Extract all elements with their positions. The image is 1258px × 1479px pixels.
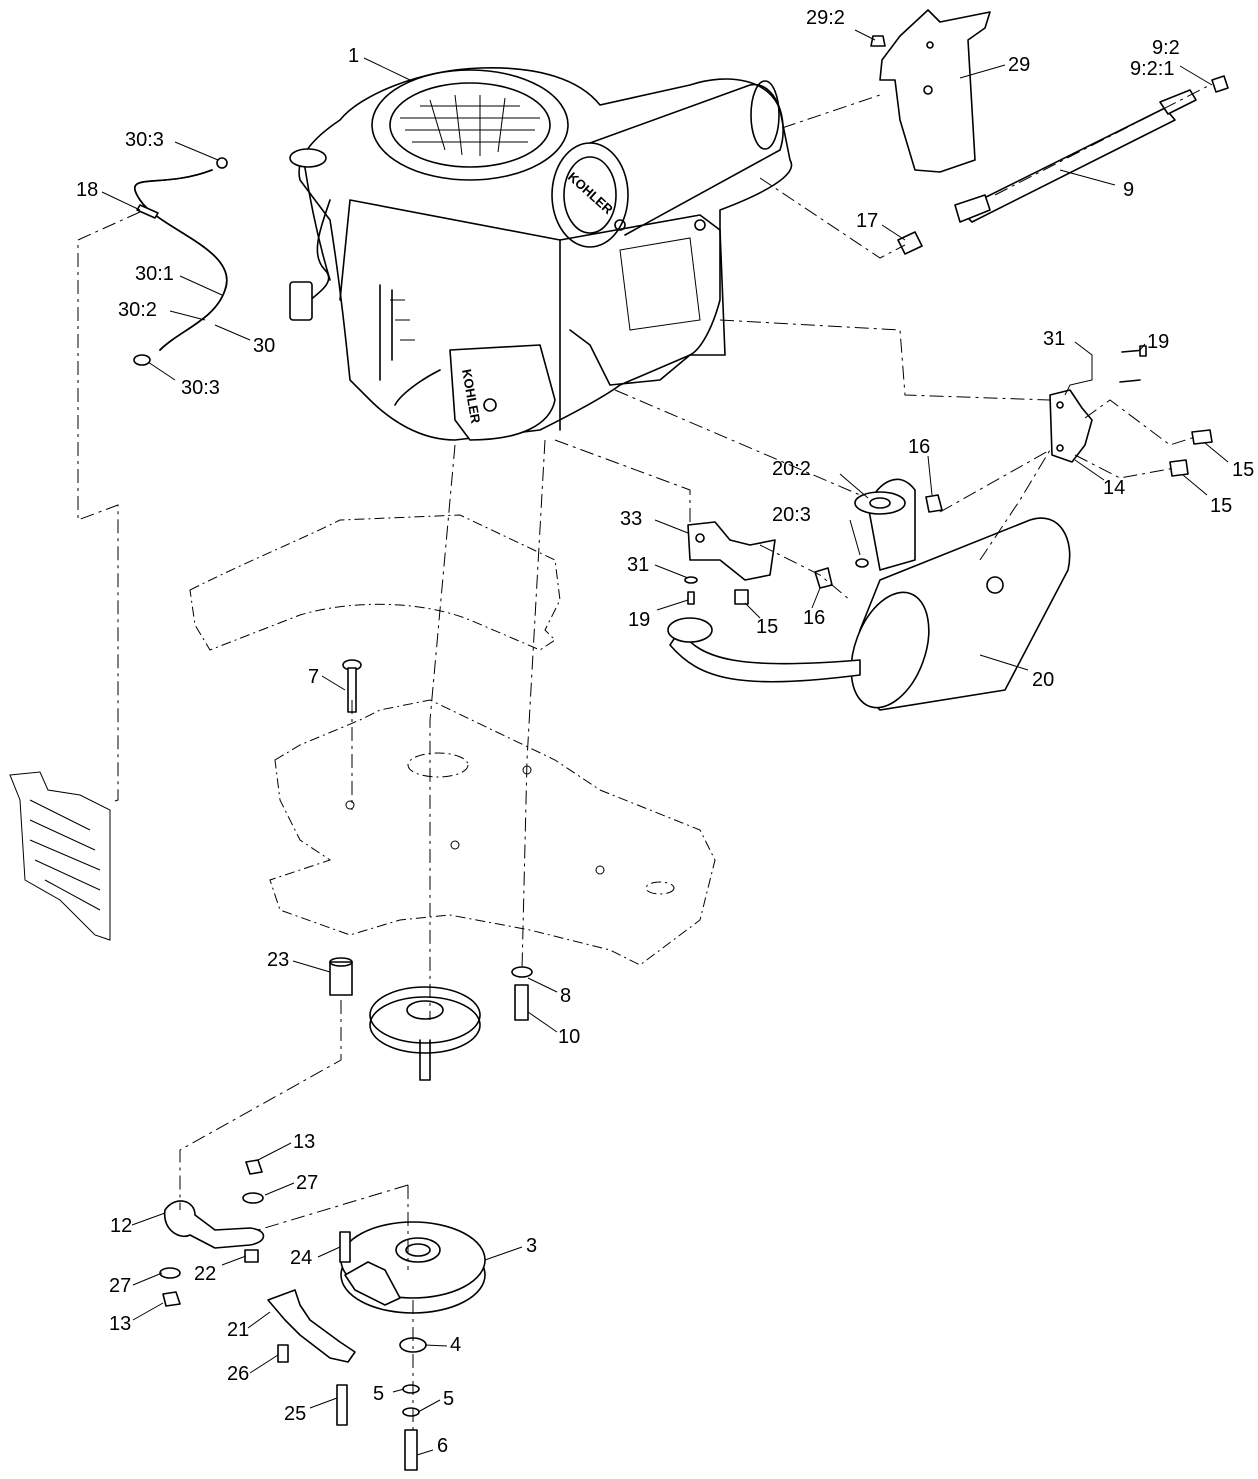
callout-25[interactable]: 25: [284, 1403, 306, 1425]
callout-21[interactable]: 21: [227, 1319, 249, 1341]
callout-29[interactable]: 29: [1008, 54, 1030, 76]
heat-shield-bolt[interactable]: [870, 35, 886, 47]
washer-27a[interactable]: [242, 1192, 264, 1204]
heat-shield[interactable]: [879, 9, 991, 173]
bracket-33[interactable]: [687, 521, 776, 581]
callout-33[interactable]: 33: [620, 508, 642, 530]
washer-31b[interactable]: [684, 576, 698, 584]
washer-5a[interactable]: [402, 1384, 420, 1394]
callout-12[interactable]: 12: [110, 1215, 132, 1237]
pto-pulley[interactable]: [369, 986, 481, 1081]
spacer-23[interactable]: [329, 957, 353, 996]
callout-17[interactable]: 17: [856, 210, 878, 232]
washer-27b[interactable]: [159, 1267, 181, 1279]
nut-13b[interactable]: [162, 1291, 181, 1307]
leader-lines: [101, 29, 1229, 1456]
clutch-strap-12[interactable]: [164, 1200, 265, 1249]
callout-27-bottom[interactable]: 27: [109, 1275, 131, 1297]
engine[interactable]: KOHLER KOHLER: [289, 67, 793, 441]
callout-5-left[interactable]: 5: [373, 1383, 384, 1405]
bolt-19a[interactable]: [1119, 345, 1147, 383]
fuel-line-fitting[interactable]: [1211, 75, 1229, 93]
bolt-19b[interactable]: [687, 591, 695, 605]
callout-9-2[interactable]: 9:2: [1152, 37, 1180, 59]
gasket-20-2[interactable]: [854, 491, 906, 515]
callout-24[interactable]: 24: [290, 1247, 312, 1269]
clip-16a[interactable]: [925, 494, 943, 513]
washer-5b[interactable]: [402, 1407, 420, 1417]
callout-13-top[interactable]: 13: [293, 1131, 315, 1153]
callout-20-2[interactable]: 20:2: [772, 458, 811, 480]
callout-6[interactable]: 6: [437, 1435, 448, 1457]
bolt-15c[interactable]: [734, 589, 749, 605]
callout-26[interactable]: 26: [227, 1363, 249, 1385]
bolt-26[interactable]: [277, 1344, 289, 1363]
callout-16-top[interactable]: 16: [908, 436, 930, 458]
bolt-24[interactable]: [339, 1231, 351, 1263]
callout-19-bottom[interactable]: 19: [628, 609, 650, 631]
callout-30-2[interactable]: 30:2: [118, 299, 157, 321]
callout-18[interactable]: 18: [76, 179, 98, 201]
engine-mount-plate: [269, 699, 716, 966]
callout-19-top[interactable]: 19: [1147, 331, 1169, 353]
callout-23[interactable]: 23: [267, 949, 289, 971]
callout-29-2[interactable]: 29:2: [806, 7, 845, 29]
callout-3[interactable]: 3: [526, 1235, 537, 1257]
nut-13a[interactable]: [245, 1159, 263, 1175]
callout-5-right[interactable]: 5: [443, 1388, 454, 1410]
clip-16b[interactable]: [814, 567, 833, 589]
bracket-14[interactable]: [1049, 389, 1093, 463]
fuel-line[interactable]: [954, 89, 1197, 223]
callout-30[interactable]: 30: [253, 335, 275, 357]
spacer-22[interactable]: [244, 1249, 259, 1263]
bolt-15b[interactable]: [1169, 459, 1189, 477]
deck-shroud-outline: [189, 514, 561, 651]
callout-9-2-1[interactable]: 9:2:1: [1130, 58, 1174, 80]
assembly-lines: [77, 84, 1211, 1430]
callout-31-bottom[interactable]: 31: [627, 554, 649, 576]
callout-20-3[interactable]: 20:3: [772, 504, 811, 526]
callout-27-top[interactable]: 27: [296, 1172, 318, 1194]
bolt-6[interactable]: [404, 1429, 418, 1471]
callout-15-c[interactable]: 15: [756, 616, 778, 638]
callout-9[interactable]: 9: [1123, 179, 1134, 201]
callout-30-1[interactable]: 30:1: [135, 263, 174, 285]
bolt-25[interactable]: [336, 1384, 348, 1426]
electric-pto-clutch[interactable]: [340, 1221, 486, 1314]
muffler[interactable]: [667, 478, 1071, 718]
bolt-10[interactable]: [514, 984, 529, 1021]
engine-bolt-7[interactable]: [342, 659, 362, 713]
callout-20[interactable]: 20: [1032, 669, 1054, 691]
callout-7[interactable]: 7: [308, 666, 319, 688]
callout-22[interactable]: 22: [194, 1263, 216, 1285]
callout-13-bottom[interactable]: 13: [109, 1313, 131, 1335]
callout-labels: 1 29:2 29 9:2 9:2:1 9 17 30:3 18 30:1 30…: [76, 7, 1254, 1457]
side-guard[interactable]: [9, 771, 111, 941]
callout-31-top[interactable]: 31: [1043, 328, 1065, 350]
bolt-15a[interactable]: [1191, 429, 1213, 445]
callout-4[interactable]: 4: [450, 1334, 461, 1356]
callout-14[interactable]: 14: [1103, 477, 1125, 499]
callout-30-3-bottom[interactable]: 30:3: [181, 377, 220, 399]
callout-10[interactable]: 10: [558, 1026, 580, 1048]
callout-16-bottom[interactable]: 16: [803, 607, 825, 629]
callout-8[interactable]: 8: [560, 985, 571, 1007]
fitting-17[interactable]: [897, 231, 923, 255]
callout-15-b[interactable]: 15: [1210, 495, 1232, 517]
anti-rotation-bracket-21[interactable]: [267, 1289, 356, 1363]
callout-1[interactable]: 1: [348, 45, 359, 67]
callout-30-3-top[interactable]: 30:3: [125, 129, 164, 151]
nut-20-3[interactable]: [855, 558, 869, 568]
callout-15-a[interactable]: 15: [1232, 459, 1254, 481]
washer-8[interactable]: [511, 966, 533, 978]
fuel-hose[interactable]: [133, 157, 228, 366]
